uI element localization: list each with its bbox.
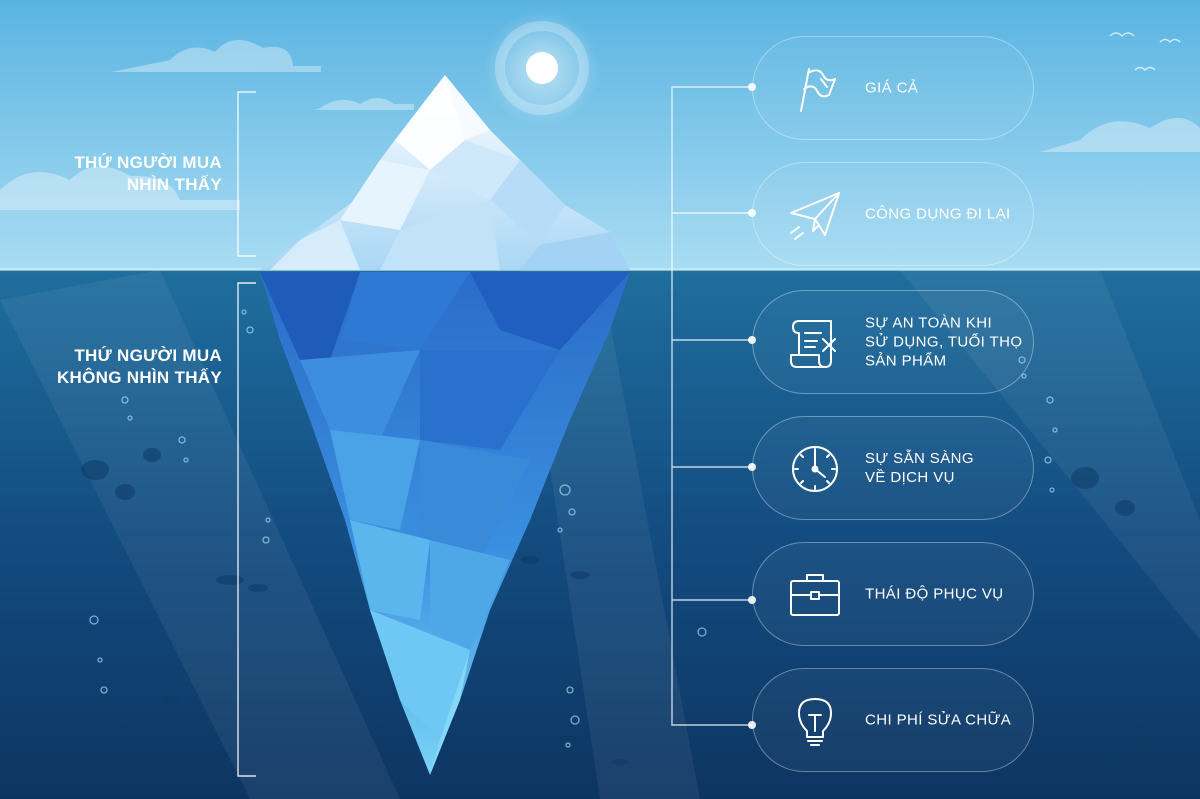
item-text: CHI PHÍ SỬA CHỮA xyxy=(865,711,1012,729)
sea-creatures xyxy=(81,448,1159,765)
flag-icon xyxy=(787,61,843,117)
item-pill-repair-cost: CHI PHÍ SỬA CHỮA xyxy=(752,668,1034,772)
item-pill-service-attitude: THÁI ĐỘ PHỤC VỤ xyxy=(752,542,1034,646)
birds xyxy=(1109,32,1181,72)
item-text: GIÁ CẢ xyxy=(865,79,919,97)
item-pill-safety: SỰ AN TOÀN KHI SỬ DỤNG, TUỔI THỌ SẢN PHẨ… xyxy=(752,290,1034,394)
bubbles xyxy=(89,309,1058,748)
connector-lines xyxy=(671,86,752,726)
item-pill-travel: CÔNG DỤNG ĐI LẠI xyxy=(752,162,1034,266)
item-text: SỰ AN TOÀN KHI SỬ DỤNG, TUỔI THỌ SẢN PHẨ… xyxy=(865,314,1023,370)
clouds xyxy=(0,39,1200,210)
item-text: CÔNG DỤNG ĐI LẠI xyxy=(865,205,1011,223)
item-pill-price: GIÁ CẢ xyxy=(752,36,1034,140)
sun-halo xyxy=(495,21,589,115)
light-bulb-icon xyxy=(787,693,843,749)
item-text: SỰ SẴN SÀNG VỀ DỊCH VỤ xyxy=(865,450,974,486)
item-text: THÁI ĐỘ PHỤC VỤ xyxy=(865,585,1004,603)
iceberg-tip xyxy=(260,75,630,270)
iceberg-base xyxy=(260,272,630,775)
visible-label: THỨ NGƯỜI MUA NHÌN THẤY xyxy=(74,153,222,194)
left-brackets xyxy=(237,91,256,777)
item-pill-service-readiness: SỰ SẴN SÀNG VỀ DỊCH VỤ xyxy=(752,416,1034,520)
document-icon xyxy=(787,315,843,371)
clock-icon xyxy=(787,441,843,497)
briefcase-icon xyxy=(787,567,843,623)
hidden-label: THỨ NGƯỜI MUA KHÔNG NHÌN THẤY xyxy=(56,346,222,387)
sun xyxy=(526,52,558,84)
paper-plane-icon xyxy=(787,187,843,243)
